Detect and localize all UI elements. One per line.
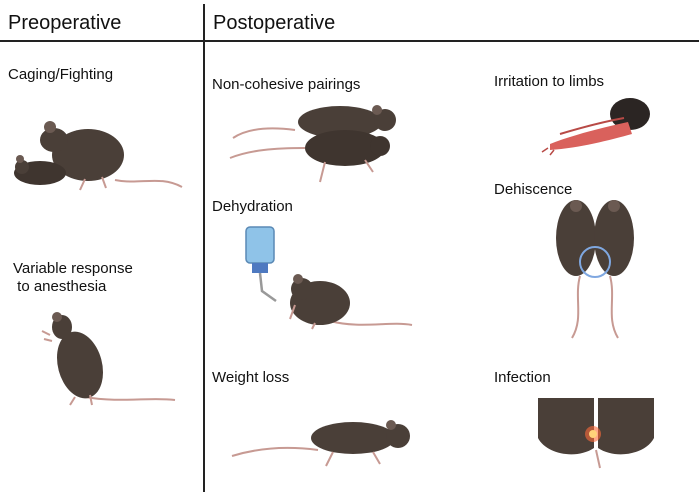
label-irritation-to-limbs: Irritation to limbs xyxy=(494,73,605,90)
preoperative-header: Preoperative xyxy=(8,12,122,34)
postoperative-header: Postoperative xyxy=(213,12,336,34)
dehiscence-illustration xyxy=(556,200,634,339)
label-dehiscence: Dehiscence xyxy=(494,181,573,198)
fighting-mice-illustration xyxy=(14,121,183,191)
water-bottle-icon xyxy=(245,226,275,264)
label-caging-fighting: Caging/Fighting xyxy=(8,66,114,83)
label-weight-loss: Weight loss xyxy=(212,369,290,386)
column-divider xyxy=(203,4,205,492)
rearing-mouse-illustration xyxy=(41,312,176,406)
label-infection: Infection xyxy=(494,369,551,386)
header-divider xyxy=(0,40,699,42)
thin-mouse-illustration xyxy=(231,420,410,467)
label-non-cohesive-pairings: Non-cohesive pairings xyxy=(212,76,361,93)
dehydration-illustration xyxy=(245,226,413,330)
irritated-limbs-illustration xyxy=(541,98,650,156)
label-dehydration: Dehydration xyxy=(212,198,293,215)
label-variable-response-2: to anesthesia xyxy=(13,278,107,295)
wound-highlight-circle xyxy=(579,246,611,278)
infection-illustration xyxy=(538,398,654,469)
non-cohesive-pair-illustration xyxy=(229,105,396,183)
label-variable-response-1: Variable response xyxy=(13,260,133,277)
